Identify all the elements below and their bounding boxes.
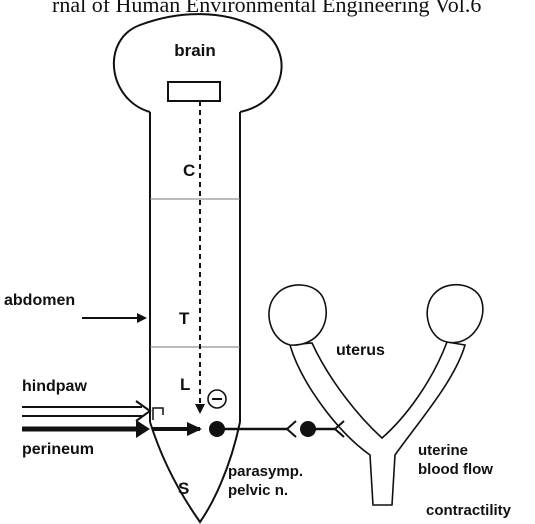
brain-label: brain (174, 41, 216, 60)
perineum-arrow-head (136, 420, 150, 438)
nerve-label-line1: parasymp. (228, 463, 303, 480)
uterus-label: uterus (336, 342, 385, 359)
outcome-label-line3: contractility (426, 502, 512, 519)
segment-c-label: C (183, 161, 195, 180)
segment-l-label: L (180, 375, 190, 394)
sacral-tip (150, 422, 240, 522)
perineum-label: perineum (22, 441, 94, 458)
synapse-fork-1 (287, 421, 296, 437)
segment-s-label: S (178, 479, 189, 498)
hindpaw-label: hindpaw (22, 378, 87, 395)
outcome-label-line2: blood flow (418, 461, 493, 478)
nerve-label-line2: pelvic n. (228, 482, 288, 499)
brain-box (168, 82, 220, 101)
brain-outline (114, 14, 282, 112)
abdomen-label: abdomen (4, 292, 75, 309)
ovary-right (427, 285, 483, 343)
outcome-label-line1: uterine (418, 442, 468, 459)
segment-t-label: T (179, 309, 190, 328)
ovary-left (269, 285, 326, 345)
afferent-hook (153, 408, 163, 420)
hindpaw-arrow-head (136, 401, 150, 421)
uterus-outline (290, 342, 465, 505)
